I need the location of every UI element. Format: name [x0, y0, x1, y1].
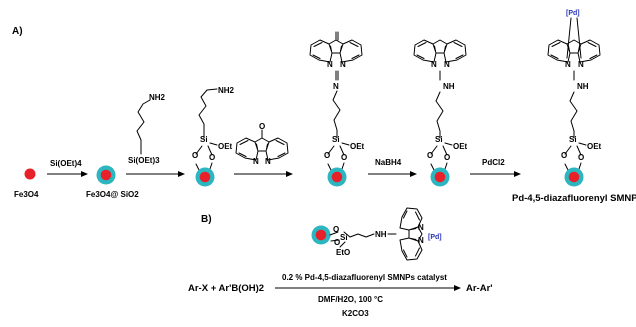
catalyst-si: Si — [340, 233, 348, 242]
fe3o4-sio2-label: Fe3O4@ SiO2 — [86, 190, 139, 199]
ketone-o: O — [259, 122, 265, 131]
base-condition: K2CO3 — [342, 309, 369, 318]
pd-ring-n1: N — [565, 60, 571, 69]
amine-particle: NH2 Si OEt O O — [192, 86, 235, 187]
amine-si: Si — [200, 135, 208, 144]
product-label: Pd-4,5-diazafluorenyl SMNPs — [512, 193, 636, 204]
fe3o4-label: Fe3O4 — [14, 190, 39, 199]
solvent-condition: DMF/H2O, 100 °C — [318, 295, 383, 304]
catalyst-nh: NH — [375, 230, 387, 239]
reactants: Ar-X + Ar'B(OH)2 — [188, 283, 264, 294]
pd-oet: OEt — [587, 142, 602, 151]
section-a-label: A) — [12, 26, 23, 37]
pd-o-left: O — [561, 151, 567, 160]
section-b-label: B) — [201, 214, 212, 225]
reduced-amine: N N NH Si OEt O O — [413, 39, 468, 187]
pd-label: [Pd] — [566, 10, 580, 17]
imine-si: Si — [332, 135, 340, 144]
catalyst-ring-n2: N — [418, 236, 424, 245]
catalyst-pd: [Pd] — [428, 234, 442, 241]
reduced-ring-n2: N — [444, 60, 450, 69]
aptes-si-oet3: Si(OEt)3 — [128, 156, 160, 165]
reduced-nh: NH — [443, 82, 455, 91]
pd-complex: N N [Pd] NH Si OEt O O — [547, 10, 602, 187]
imine-oet: OEt — [350, 142, 365, 151]
catalyst-structure: O O Si EtO NH N N [Pd] — [311, 207, 442, 261]
imine-c9 — [335, 31, 339, 41]
imine-ring-n2: N — [340, 60, 346, 69]
imine-o-right: O — [341, 153, 347, 162]
pd-o-right: O — [578, 153, 584, 162]
reduced-ring-n1: N — [431, 60, 437, 69]
catalyst-o1: O — [333, 225, 339, 234]
fluorenone-n2: N — [265, 157, 271, 166]
fe3o4-sio2-particle — [96, 165, 116, 185]
catalyst-eto: EtO — [336, 248, 350, 257]
imine-intermediate: N N N Si OEt O O — [309, 31, 365, 187]
imine-o-left: O — [324, 151, 330, 160]
reagent-nabh4: NaBH4 — [375, 158, 402, 167]
amine-o-right: O — [209, 153, 215, 162]
imine-ring-n1: N — [327, 60, 333, 69]
aptes-nh2: NH2 — [149, 93, 166, 102]
reduced-si: Si — [435, 135, 443, 144]
catalyst-ring-n1: N — [418, 223, 424, 232]
catalyst-o2: O — [334, 238, 340, 247]
reagent-si-oet4: Si(OEt)4 — [50, 159, 82, 168]
reduced-o-right: O — [444, 153, 450, 162]
imine-n: N — [333, 82, 339, 91]
amine-nh2: NH2 — [218, 86, 235, 95]
amine-oet: OEt — [218, 142, 233, 151]
reduced-o-left: O — [427, 151, 433, 160]
reduced-oet: OEt — [453, 142, 468, 151]
diazafluorenone: O N N — [235, 122, 289, 166]
amine-o-left: O — [192, 151, 198, 160]
pd-ring-n2: N — [578, 60, 584, 69]
pd-si: Si — [569, 135, 577, 144]
fluorenone-n1: N — [253, 157, 259, 166]
fe3o4-core — [24, 168, 36, 180]
imine-double-bond — [335, 70, 339, 81]
catalyst-condition: 0.2 % Pd-4,5-diazafluorenyl SMNPs cataly… — [282, 273, 447, 282]
pd-nh: NH — [577, 82, 589, 91]
coupling-product: Ar-Ar' — [466, 283, 493, 294]
aptes-chain — [136, 99, 151, 155]
reagent-pdcl2: PdCl2 — [482, 158, 505, 167]
